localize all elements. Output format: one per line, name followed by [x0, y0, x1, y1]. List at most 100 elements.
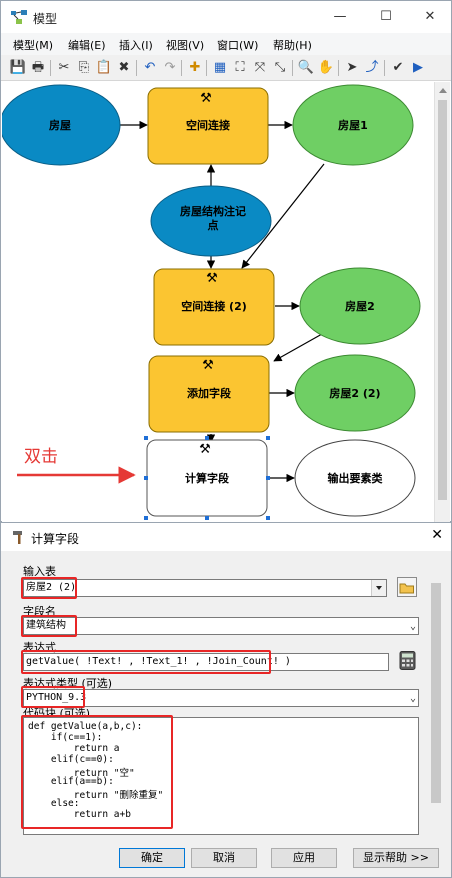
cancel-button[interactable]: 取消: [191, 848, 257, 868]
add-data-icon[interactable]: ✚: [189, 60, 201, 75]
add-field-node[interactable]: [148, 355, 270, 433]
field-name-combo[interactable]: 建筑结构 ⌄: [23, 617, 419, 635]
field-name-value: 建筑结构: [26, 620, 66, 631]
minimize-button[interactable]: —: [333, 9, 347, 24]
selection-handle[interactable]: [266, 476, 270, 480]
toolbar-separator: [338, 60, 339, 76]
model-canvas[interactable]: 房屋 ⚒ 空间连接 房屋1 房屋结构注记 点 ⚒ 空间连接 (2) 房屋2 ⚒ …: [2, 82, 434, 522]
fixed-zoom-out-icon[interactable]: ⤡: [274, 60, 286, 75]
input-house-node[interactable]: [2, 84, 121, 166]
dialog-title-bar: 计算字段 ✕: [1, 523, 451, 551]
select-pointer-icon[interactable]: ➤: [346, 60, 358, 75]
spatial-join-1-node[interactable]: [147, 87, 269, 165]
copy-icon[interactable]: ⎘: [78, 60, 90, 75]
browse-folder-icon[interactable]: [397, 577, 417, 597]
dialog-title: 计算字段: [31, 532, 80, 546]
scroll-thumb[interactable]: [438, 100, 447, 500]
chevron-down-icon[interactable]: ⌄: [409, 693, 416, 704]
menu-view[interactable]: 视图(V): [166, 39, 205, 52]
validate-icon[interactable]: ✔: [392, 60, 404, 75]
output-feature-node[interactable]: [294, 439, 416, 517]
menu-help[interactable]: 帮助(H): [273, 39, 312, 52]
code-line: def getValue(a,b,c):: [28, 721, 143, 732]
menu-bar: 模型(M) 编辑(E) 插入(I) 视图(V) 窗口(W) 帮助(H): [1, 33, 451, 55]
window-title: 模型: [33, 12, 58, 26]
hammer-icon: ⚒: [202, 358, 214, 373]
house2-2-label: 房屋2 (2): [329, 386, 380, 400]
close-button[interactable]: ✕: [424, 9, 436, 24]
run-icon[interactable]: ▶: [413, 60, 423, 75]
toolbar-separator: [206, 60, 207, 76]
house2-2-node[interactable]: [294, 354, 416, 432]
house2-node[interactable]: [299, 267, 421, 345]
chevron-down-icon[interactable]: ⌄: [409, 621, 416, 632]
expression-input[interactable]: getValue( !Text! , !Text_1! , !Join_Coun…: [23, 653, 389, 671]
ok-button[interactable]: 确定: [119, 848, 185, 868]
connector: [273, 333, 323, 362]
calculator-icon[interactable]: [399, 651, 417, 671]
selection-handle[interactable]: [144, 436, 148, 440]
scroll-thumb[interactable]: [431, 583, 441, 803]
calculate-field-dialog: 计算字段 ✕ 输入表 房屋2 (2) 字段名 建筑结构 ⌄ 表达式 getVal…: [0, 522, 452, 878]
expression-type-combo[interactable]: PYTHON_9.3 ⌄: [23, 689, 419, 707]
selection-handle[interactable]: [144, 516, 148, 520]
close-icon[interactable]: ✕: [431, 527, 443, 543]
model-diagram: 房屋 ⚒ 空间连接 房屋1 房屋结构注记 点 ⚒ 空间连接 (2) 房屋2 ⚒ …: [2, 84, 421, 520]
toolbar-separator: [136, 60, 137, 76]
selection-handle[interactable]: [144, 476, 148, 480]
connect-icon[interactable]: ⤴: [365, 60, 379, 75]
house1-node[interactable]: [292, 84, 414, 166]
paste-icon[interactable]: 📋: [95, 60, 113, 75]
save-icon[interactable]: 💾: [9, 60, 27, 75]
menu-window[interactable]: 窗口(W): [217, 39, 259, 52]
hammer-icon: ⚒: [199, 442, 211, 457]
output-feature-label: 输出要素类: [328, 471, 384, 485]
toolbar-separator: [292, 60, 293, 76]
print-icon[interactable]: 🖶: [31, 60, 45, 75]
code-line: if(c==1):: [28, 732, 103, 743]
code-line: elif(a==b):: [28, 776, 114, 787]
hammer-icon: ⚒: [206, 271, 218, 286]
input-table-value: 房屋2 (2): [26, 582, 77, 593]
dialog-scrollbar[interactable]: [429, 563, 443, 825]
menu-insert[interactable]: 插入(I): [119, 39, 153, 52]
input-table-combo[interactable]: 房屋2 (2): [23, 579, 387, 597]
model-window: 模型 — ☐ ✕ 模型(M) 编辑(E) 插入(I) 视图(V) 窗口(W) 帮…: [0, 0, 452, 522]
spatial-join-1-label: 空间连接: [186, 118, 230, 132]
cut-icon[interactable]: ✂: [58, 60, 70, 75]
fixed-zoom-in-icon[interactable]: ⤧: [254, 60, 266, 75]
selection-handle[interactable]: [266, 516, 270, 520]
full-extent-icon[interactable]: ⛶: [235, 60, 245, 75]
model-app-icon: [11, 10, 27, 24]
menu-edit[interactable]: 编辑(E): [68, 39, 106, 52]
code-line: return a: [28, 743, 120, 754]
pan-icon[interactable]: ✋: [317, 60, 335, 75]
auto-layout-icon[interactable]: ▦: [213, 60, 227, 75]
annotation-point-node[interactable]: [150, 185, 272, 257]
canvas-scrollbar[interactable]: [434, 82, 450, 522]
scroll-up-icon[interactable]: [439, 88, 447, 93]
house2-label: 房屋2: [345, 299, 375, 313]
code-line: return "删除重复": [28, 790, 164, 801]
hammer-icon: [13, 531, 22, 544]
selection-handle[interactable]: [205, 436, 209, 440]
redo-icon[interactable]: ↷: [164, 60, 176, 75]
selection-handle[interactable]: [205, 516, 209, 520]
delete-icon[interactable]: ✖: [118, 60, 130, 75]
spatial-join-2-label: 空间连接 (2): [181, 299, 247, 313]
show-help-button[interactable]: 显示帮助 >>: [353, 848, 439, 868]
connector: [241, 163, 325, 269]
maximize-button[interactable]: ☐: [380, 9, 392, 24]
selection-handle[interactable]: [266, 436, 270, 440]
toolbar-separator: [384, 60, 385, 76]
toolbar-separator: [50, 60, 51, 76]
undo-icon[interactable]: ↶: [144, 60, 156, 75]
toolbar: 💾 🖶 ✂ ⎘ 📋 ✖ ↶ ↷ ✚ ▦ ⛶ ⤧ ⤡ 🔍 ✋ ➤ ⤴ ✔ ▶: [1, 55, 451, 81]
annotation-label-line1: 房屋结构注记: [180, 204, 246, 218]
dropdown-arrow-icon[interactable]: [371, 580, 386, 596]
apply-button[interactable]: 应用: [271, 848, 337, 868]
menu-model[interactable]: 模型(M): [13, 39, 54, 52]
spatial-join-2-node[interactable]: [153, 268, 275, 346]
codeblock-textarea[interactable]: def getValue(a,b,c): if(c==1): return a …: [23, 717, 419, 835]
zoom-icon[interactable]: 🔍: [297, 60, 315, 75]
